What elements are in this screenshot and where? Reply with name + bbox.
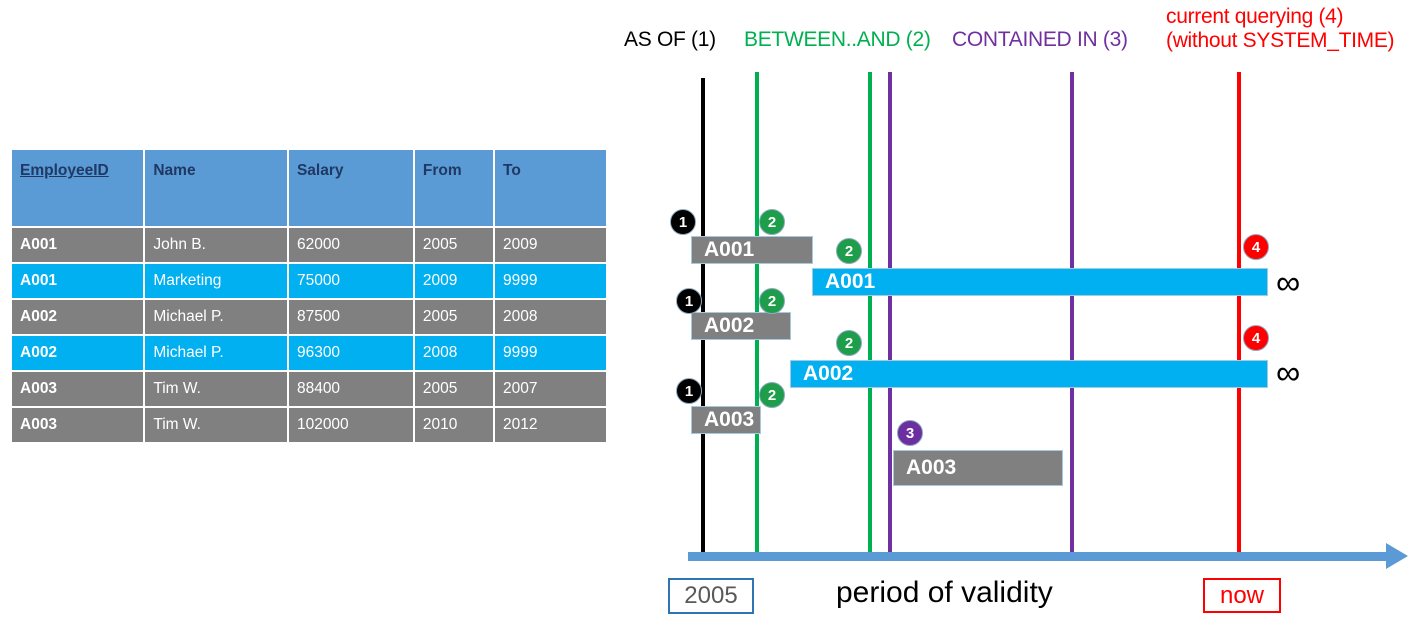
timeline-bar-a002-current: A002 [790,360,1268,388]
table-cell-salary: 96300 [288,336,413,370]
table-cell-employeeid: A003 [12,408,144,442]
table-cell-name: Michael P. [145,300,287,334]
table-cell-from: 2009 [414,264,494,298]
vline-between-end-green [868,72,872,560]
marker-1-a001: 1 [670,209,696,235]
infinity-icon-a002: ∞ [1276,354,1301,392]
vline-now-red [1237,72,1241,560]
timeline-bar-a001-current: A001 [812,268,1268,296]
table-header-row: EmployeeID Name Salary From To [12,150,606,226]
legend-contained-in: CONTAINED IN (3) [952,28,1128,51]
table-cell-employeeid: A002 [12,336,144,370]
table-cell-salary: 102000 [288,408,413,442]
table-cell-salary: 88400 [288,372,413,406]
table-cell-to: 2008 [495,300,606,334]
column-header-salary: Salary [288,150,413,226]
table-cell-name: Marketing [145,264,287,298]
legend-current-querying-sub: (without SYSTEM_TIME) [1166,29,1395,52]
marker-1-a002: 1 [676,288,702,314]
table-cell-from: 2005 [414,300,494,334]
table-cell-name: Tim W. [145,372,287,406]
marker-2-a001-end: 2 [836,238,862,264]
timeline-axis [688,552,1388,561]
axis-title: period of validity [836,576,1053,609]
marker-3-a003: 3 [897,420,923,446]
table-cell-employeeid: A001 [12,228,144,262]
infinity-icon-a001: ∞ [1276,264,1301,302]
legend-current-querying: current querying (4) [1166,5,1344,28]
table-cell-to: 2009 [495,228,606,262]
marker-2-a002-end: 2 [836,330,862,356]
axis-arrow-icon [1386,543,1408,569]
timeline-bar-a001-historic: A001 [691,236,813,264]
column-header-from: From [414,150,494,226]
table-cell-from: 2005 [414,228,494,262]
vline-contained-start-purple [888,72,892,560]
table-cell-salary: 75000 [288,264,413,298]
marker-4-a002: 4 [1243,325,1269,351]
column-header-to: To [495,150,606,226]
table-cell-name: Tim W. [145,408,287,442]
axis-start-label: 2005 [668,578,754,614]
table-cell-employeeid: A002 [12,300,144,334]
column-header-employeeid: EmployeeID [12,150,144,226]
table-cell-salary: 62000 [288,228,413,262]
timeline-bar-a002-historic: A002 [691,312,791,340]
marker-2-a002-start: 2 [759,288,785,314]
table-cell-to: 9999 [495,336,606,370]
table-cell-name: John B. [145,228,287,262]
table-cell-employeeid: A003 [12,372,144,406]
legend-as-of: AS OF (1) [624,28,716,51]
table-cell-to: 2012 [495,408,606,442]
table-cell-employeeid: A001 [12,264,144,298]
timeline-bar-a003-historic-2: A003 [893,450,1063,486]
vline-contained-end-purple [1070,72,1074,560]
table-cell-from: 2005 [414,372,494,406]
table-cell-to: 2007 [495,372,606,406]
table-cell-from: 2008 [414,336,494,370]
table-cell-salary: 87500 [288,300,413,334]
table-cell-to: 9999 [495,264,606,298]
axis-now-label: now [1203,578,1281,613]
column-header-name: Name [145,150,287,226]
timeline-bar-a003-historic-1: A003 [691,406,761,434]
marker-2-a003: 2 [759,382,785,408]
table-cell-from: 2010 [414,408,494,442]
table-cell-name: Michael P. [145,336,287,370]
marker-1-a003: 1 [676,378,702,404]
column-header-employeeid-label: EmployeeID [20,162,109,179]
marker-2-a001-start: 2 [759,209,785,235]
marker-4-a001: 4 [1243,234,1269,260]
table-header: EmployeeID Name Salary From To [12,150,606,226]
legend-between-and: BETWEEN..AND (2) [744,28,931,51]
